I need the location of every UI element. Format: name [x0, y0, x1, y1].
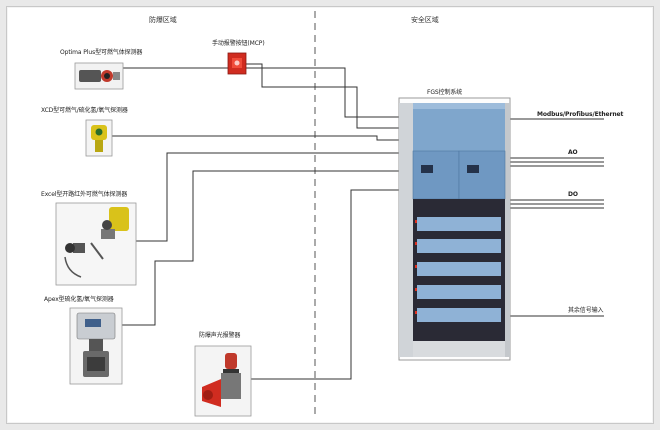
- optima-label: Optima Plus型可燃气体探测器: [60, 49, 143, 56]
- mcp-label: 手动报警按钮(MCP): [212, 40, 265, 47]
- wire-apex: [122, 170, 399, 326]
- do-label: DO: [568, 191, 578, 198]
- wire-excel: [135, 152, 399, 242]
- other-signal-label: 其余信号输入: [568, 307, 604, 314]
- wire-xcd: [111, 135, 399, 141]
- xcd-device: [85, 119, 113, 157]
- mcp-device: [227, 52, 247, 75]
- excel-device: [55, 202, 137, 286]
- zone-label-hazardous: 防爆区域: [149, 16, 177, 24]
- beacon-device: [194, 345, 252, 417]
- beacon-label: 防爆声光报警器: [199, 332, 241, 339]
- fgs-cabinet-label: FGS控制系统: [427, 89, 463, 96]
- apex-label: Apex型硫化氢/氧气探测器: [44, 296, 114, 303]
- excel-label: Excel型开路红外可燃气体探测器: [41, 191, 128, 198]
- fgs-cabinet: [398, 97, 511, 361]
- connection-lines: [55, 11, 604, 419]
- wire-beacon: [250, 189, 399, 380]
- zone-label-safe: 安全区域: [411, 16, 439, 24]
- ao-label: AO: [568, 149, 578, 156]
- xcd-label: XCD型可燃气/硫化氢/氧气探测器: [41, 107, 128, 114]
- apex-device: [69, 307, 123, 385]
- optima-device: [74, 62, 124, 90]
- wire-mcp: [245, 63, 399, 129]
- modbus-label: Modbus/Profibus/Ethernet: [537, 111, 624, 118]
- diagram-frame: 防爆区域 安全区域 手动报警按钮(MCP) Optima Plus型可燃气体探测…: [6, 6, 654, 424]
